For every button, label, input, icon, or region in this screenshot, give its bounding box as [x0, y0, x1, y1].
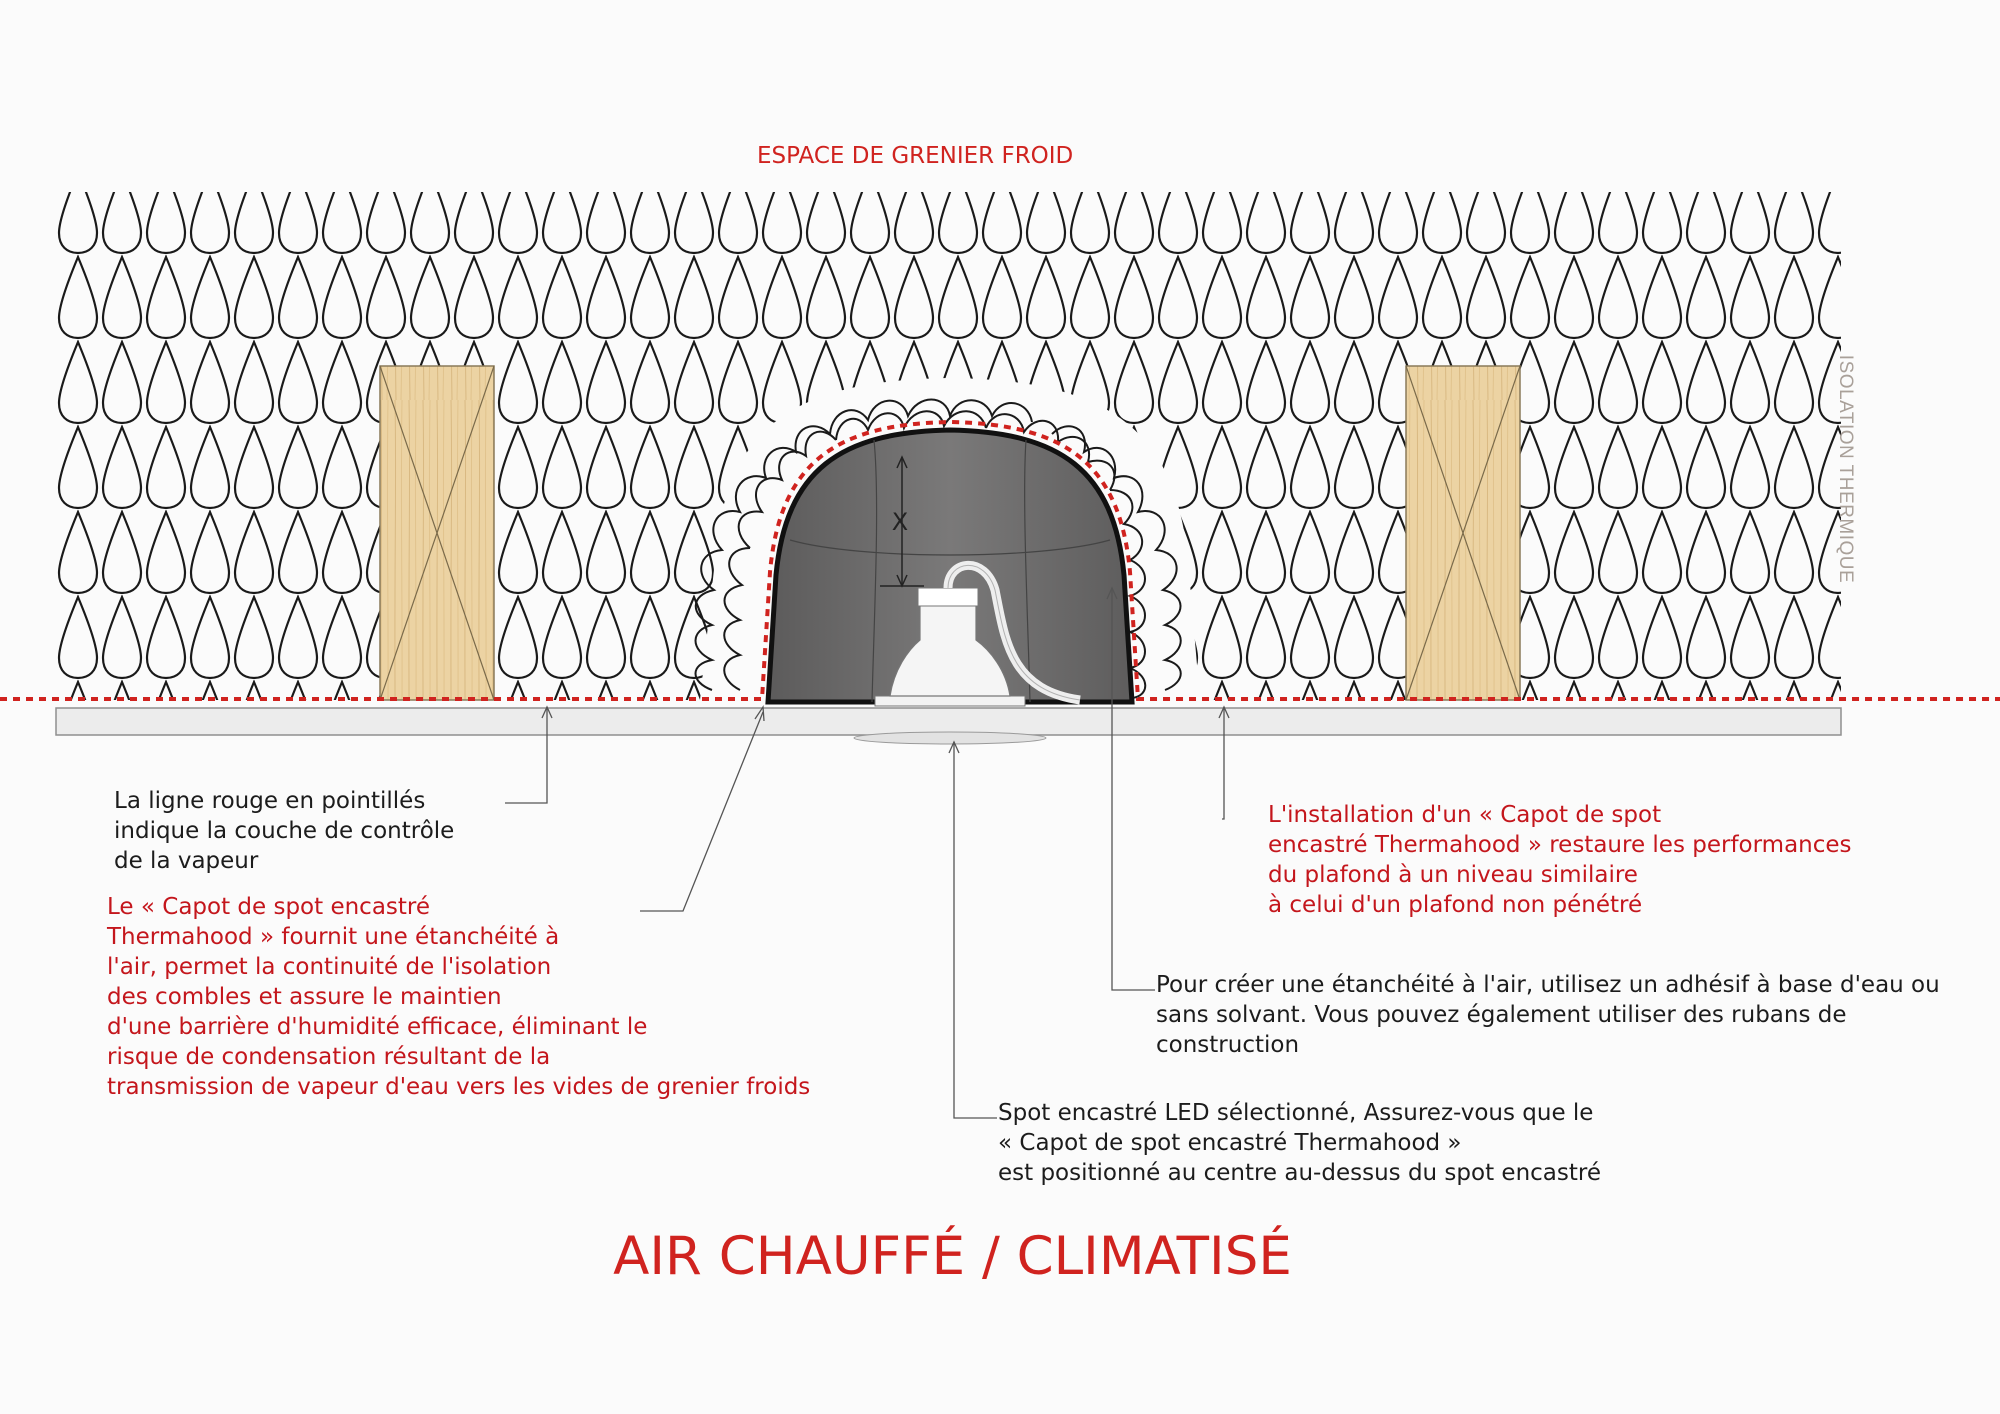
- callout-line: transmission de vapeur d'eau vers les vi…: [107, 1074, 811, 1100]
- callout-line: de la vapeur: [114, 848, 259, 874]
- callout-line: l'air, permet la continuité de l'isolati…: [107, 954, 552, 980]
- callout-line: sans solvant. Vous pouvez également util…: [1156, 1002, 1847, 1028]
- thermal-insulation-label: ISOLATION THERMIQUE: [1835, 354, 1856, 584]
- callout-sealing: Pour créer une étanchéité à l'air, utili…: [1156, 970, 1940, 1060]
- callout-spot: Spot encastré LED sélectionné, Assurez-v…: [998, 1098, 1601, 1188]
- plasterboard-ceiling: [55, 707, 1842, 736]
- leader-lines: [505, 586, 1230, 1119]
- dimension-label: X: [892, 508, 908, 536]
- callout-line: d'une barrière d'humidité efficace, élim…: [107, 1014, 648, 1040]
- callout-line: L'installation d'un « Capot de spot: [1268, 802, 1662, 828]
- callout-line: à celui d'un plafond non pénétré: [1268, 892, 1643, 918]
- callout-line: est positionné au centre au-dessus du sp…: [998, 1160, 1601, 1186]
- heated-air-title: AIR CHAUFFÉ / CLIMATISÉ: [613, 1226, 1292, 1287]
- callout-line: La ligne rouge en pointillés: [114, 788, 426, 814]
- dimension-x: [880, 455, 924, 588]
- callout-vapour-line: La ligne rouge en pointillés indique la …: [114, 786, 454, 876]
- callout-line: « Capot de spot encastré Thermahood »: [998, 1130, 1462, 1156]
- callout-line: Spot encastré LED sélectionné, Assurez-v…: [998, 1100, 1594, 1126]
- callout-line: indique la couche de contrôle: [114, 818, 455, 844]
- timber-joist-right: [1405, 365, 1521, 701]
- callout-hood-benefit: Le « Capot de spot encastré Thermahood »…: [107, 892, 810, 1102]
- callout-line: Le « Capot de spot encastré: [107, 894, 431, 920]
- callout-line: construction: [1156, 1032, 1300, 1058]
- cold-attic-label: ESPACE DE GRENIER FROID: [757, 143, 1074, 169]
- wrapped-insulation-fibers: [694, 398, 1182, 699]
- callout-installation: L'installation d'un « Capot de spot enca…: [1268, 800, 1852, 920]
- callout-line: des combles et assure le maintien: [107, 984, 502, 1010]
- callout-line: encastré Thermahood » restaure les perfo…: [1268, 832, 1852, 858]
- callout-line: du plafond à un niveau similaire: [1268, 862, 1638, 888]
- callout-line: risque de condensation résultant de la: [107, 1044, 551, 1070]
- spot-bezel: [853, 731, 1047, 745]
- callout-line: Thermahood » fournit une étanchéité à: [107, 924, 560, 950]
- callout-line: Pour créer une étanchéité à l'air, utili…: [1156, 972, 1940, 998]
- timber-joist-left: [379, 365, 495, 701]
- led-spot-fitting: [874, 560, 1081, 707]
